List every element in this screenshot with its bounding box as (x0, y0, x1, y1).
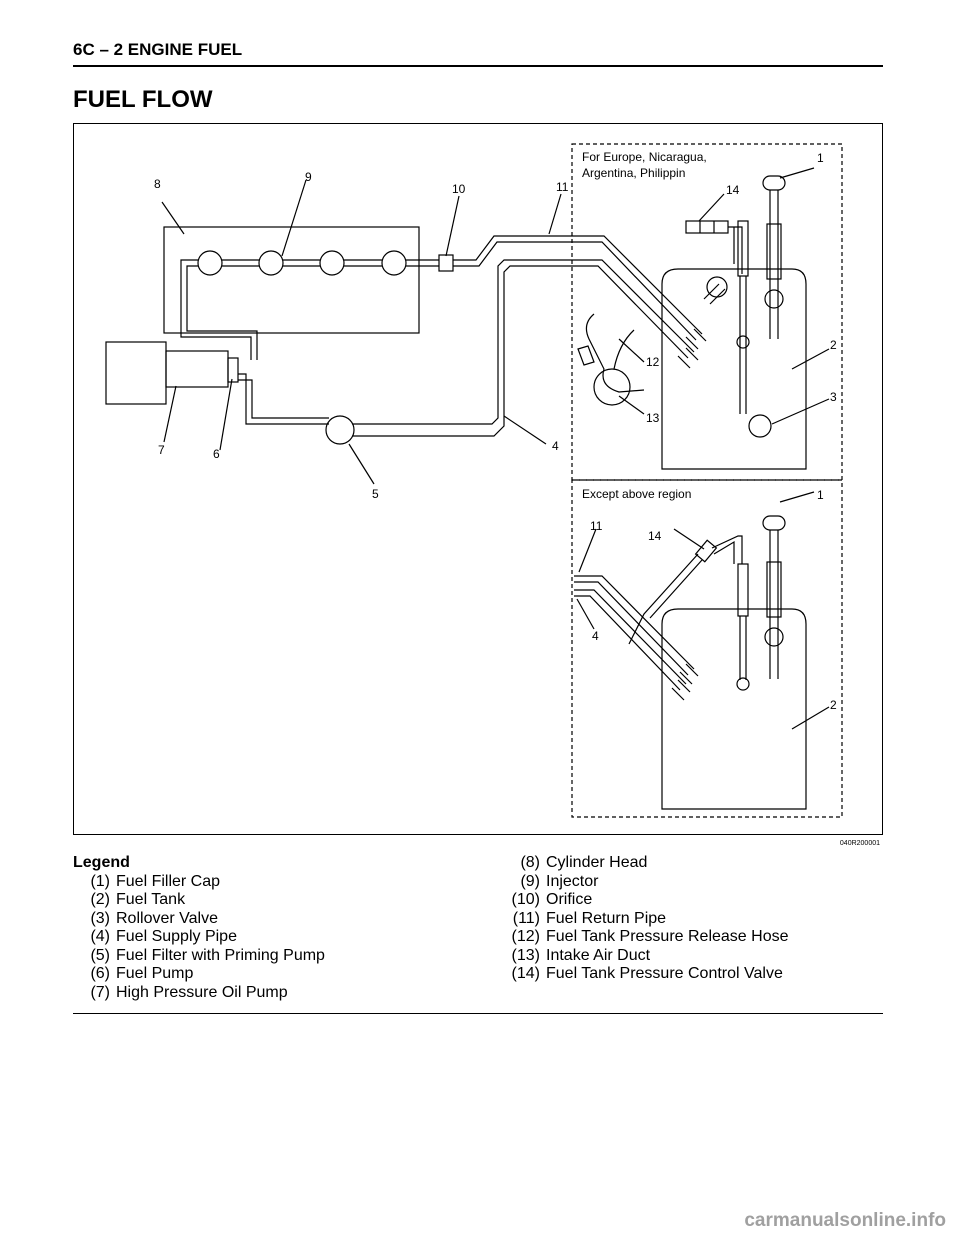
leader-11-bottom (578, 528, 597, 573)
filler-bowl-top (764, 289, 784, 309)
filler-cap-bottom (762, 515, 786, 531)
callout-11-top: 11 (556, 180, 569, 194)
callout-11-bottom: 11 (590, 519, 603, 533)
legend-item: (8)Cylinder Head (520, 854, 648, 871)
bottom-rule (73, 1013, 883, 1014)
callout-10: 10 (452, 182, 466, 196)
callout-4-bottom: 4 (592, 629, 599, 643)
injector-3 (319, 250, 345, 276)
page-title: FUEL FLOW (73, 86, 213, 113)
leader-4-top (503, 415, 547, 445)
oil-pump (105, 341, 167, 405)
callout-9: 9 (305, 170, 312, 184)
region-top-label-2: Argentina, Philippin (582, 166, 685, 180)
legend-item: (13)Intake Air Duct (511, 946, 651, 964)
region-bottom-label: Except above region (582, 487, 691, 501)
pump-body (165, 350, 229, 388)
leader-8 (161, 201, 185, 235)
legend-item: (4)Fuel Supply Pipe (90, 928, 237, 945)
fuel-pump (227, 357, 239, 383)
pressure-control-valve-bottom (694, 539, 718, 563)
injector-4 (381, 250, 407, 276)
callout-7: 7 (158, 443, 165, 457)
leader-10 (445, 195, 460, 257)
legend-item: (7)High Pressure Oil Pump (90, 983, 288, 1001)
region-box-top (571, 143, 843, 481)
legend-item: (3)Rollover Valve (90, 909, 218, 927)
leader-14-bottom (673, 528, 705, 550)
leader-13 (618, 395, 645, 415)
legend-title: Legend (73, 854, 130, 871)
legend-item: (1)Fuel Filler Cap (90, 872, 221, 890)
section-header: 6C – 2 ENGINE FUEL (73, 40, 243, 59)
figure-id: 040R200001 (839, 840, 880, 847)
callout-13: 13 (646, 411, 660, 425)
leader-5 (348, 443, 375, 485)
legend-item: (12)Fuel Tank Pressure Release Hose (511, 928, 789, 945)
diagram-svg: For Europe, Nicaragua, Argentina, Philip… (105, 143, 843, 818)
rollover-pipe-top (737, 220, 749, 277)
callout-12: 12 (646, 355, 660, 369)
injector-2 (258, 250, 284, 276)
fuel-tank-bottom (661, 608, 807, 810)
fuel-flow-diagram: For Europe, Nicaragua, Argentina, Philip… (73, 123, 883, 847)
callout-2-top: 2 (830, 338, 837, 352)
legend-item: (2)Fuel Tank (90, 891, 186, 908)
leader-3 (771, 398, 830, 425)
callout-4-top: 4 (552, 439, 559, 453)
injector-1 (197, 250, 223, 276)
leader-11-top (548, 193, 562, 235)
legend-item: (9)Injector (520, 872, 599, 890)
callout-1-bottom: 1 (817, 488, 824, 502)
callout-14-bottom: 14 (648, 529, 662, 543)
legend-item: (10)Orifice (511, 891, 593, 908)
filler-cap-top (762, 175, 786, 191)
header-rule (73, 65, 883, 67)
leader-4-bottom (576, 598, 595, 630)
filler-neck-top (766, 223, 782, 280)
callout-8: 8 (154, 177, 161, 191)
fuel-filter (325, 415, 355, 445)
leader-9 (281, 179, 307, 257)
rollover-pipe-bottom (737, 563, 749, 617)
leader-1-top (779, 167, 815, 179)
leader-2-bottom (791, 706, 830, 730)
rollover-valve (748, 414, 772, 438)
callout-3: 3 (830, 390, 837, 404)
orifice (438, 254, 454, 272)
leader-2-top (791, 348, 830, 370)
legend-left-column: Legend (1)Fuel Filler Cap (2)Fuel Tank (… (73, 854, 325, 1002)
callout-5: 5 (372, 487, 379, 501)
cylinder-head (163, 226, 420, 334)
pressure-control-valve-top (685, 220, 729, 234)
legend-item: (14)Fuel Tank Pressure Control Valve (511, 965, 783, 982)
watermark: carmanualsonline.info (744, 1210, 946, 1231)
leader-6 (219, 378, 233, 451)
leader-1-bottom (779, 491, 815, 503)
legend-item: (11)Fuel Return Pipe (512, 909, 667, 927)
leader-12 (618, 338, 645, 363)
leader-14-top (698, 193, 725, 222)
legend-item: (6)Fuel Pump (90, 965, 194, 982)
legend-right-column: (8)Cylinder Head (9)Injector (10)Orifice… (496, 854, 789, 984)
region-top-label-1: For Europe, Nicaragua, (582, 150, 707, 164)
callout-14-top: 14 (726, 183, 740, 197)
leader-7 (163, 385, 177, 443)
callout-2-bottom: 2 (830, 698, 837, 712)
callout-1-top: 1 (817, 151, 824, 165)
legend-item: (5)Fuel Filter with Priming Pump (90, 946, 325, 964)
intake-air-duct (593, 368, 631, 406)
callout-6: 6 (213, 447, 220, 461)
fuel-tank-top (661, 268, 807, 470)
filler-neck-bottom (766, 561, 782, 618)
region-box-bottom (571, 479, 843, 818)
